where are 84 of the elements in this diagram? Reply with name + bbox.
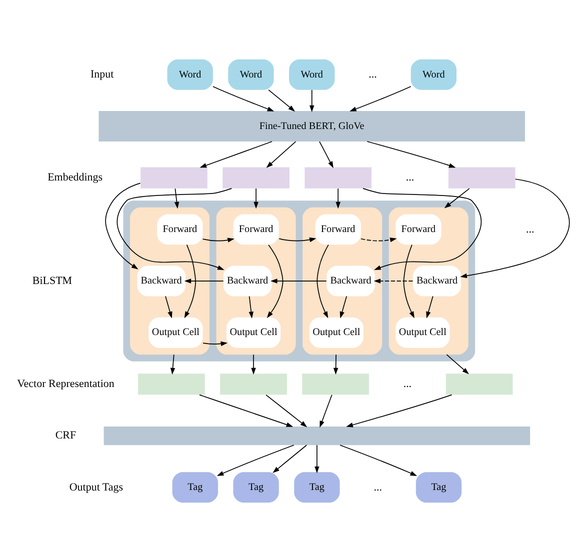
arrow	[270, 278, 327, 283]
arrow	[374, 278, 414, 283]
node-box: Output Cell	[396, 316, 450, 348]
arrow	[319, 140, 334, 168]
node-box	[138, 373, 205, 394]
label: ...	[374, 480, 382, 493]
arrow	[216, 444, 294, 476]
arrow	[268, 89, 296, 112]
arrow	[202, 340, 228, 346]
node-box: Output Cell	[148, 316, 203, 348]
node-box: Output Cell	[226, 316, 281, 348]
arrow	[266, 140, 296, 168]
arrow	[340, 444, 418, 476]
node-box: Tag	[233, 472, 279, 502]
node-box	[302, 373, 369, 394]
arrow	[266, 394, 308, 427]
arrow	[248, 295, 254, 318]
node-box: Forward	[315, 214, 361, 244]
node-box: Backward	[326, 265, 375, 296]
arrow	[333, 354, 338, 374]
node-box: Backward	[137, 265, 186, 296]
node-box: Output Cell	[309, 316, 364, 348]
label: Embeddings	[48, 171, 103, 184]
arrow	[174, 188, 180, 208]
node-box	[446, 373, 513, 394]
arrow	[266, 244, 284, 318]
node-box	[448, 166, 516, 188]
label: ...	[403, 378, 412, 390]
arrow	[360, 237, 397, 242]
label: ...	[406, 171, 414, 184]
arrow	[251, 354, 256, 374]
arrow	[316, 244, 329, 318]
arrow	[366, 140, 456, 168]
label: Input	[90, 68, 114, 80]
arrow	[460, 178, 570, 278]
label: ...	[526, 222, 534, 235]
arrow	[278, 236, 316, 242]
node-box: Backward	[224, 265, 272, 296]
label: ...	[368, 68, 377, 80]
node-bar	[104, 426, 530, 445]
node-box: Forward	[157, 214, 203, 244]
label: Output Tags	[69, 480, 124, 493]
node-box: Tag	[294, 472, 340, 502]
node-box: Tag	[172, 472, 218, 502]
node-box	[222, 166, 290, 188]
arrow	[350, 86, 412, 111]
label: BiLSTM	[32, 274, 72, 286]
arrow	[310, 89, 314, 112]
arrow	[165, 295, 172, 318]
node-box: Fine-Tuned BERT, GloVe	[98, 110, 526, 141]
node-box: Word	[289, 58, 335, 90]
arrow	[105, 182, 141, 269]
arrow	[170, 354, 176, 374]
node-box: Forward	[233, 214, 279, 244]
label: CRF	[55, 429, 76, 442]
arrow	[272, 444, 308, 472]
node-box	[220, 373, 287, 394]
arrow	[199, 394, 294, 426]
arrow	[314, 444, 320, 473]
arrow	[403, 244, 414, 318]
arrow	[446, 354, 469, 374]
arrow	[320, 394, 332, 428]
arrow	[200, 140, 272, 168]
node-box	[304, 166, 372, 188]
arrow	[202, 237, 234, 242]
arrow	[212, 86, 274, 111]
node-box: Word	[228, 58, 274, 90]
node-box	[140, 166, 208, 188]
label: Vector Representation	[17, 378, 114, 390]
node-box: Word	[410, 58, 456, 90]
arrow	[184, 244, 196, 318]
arrow	[116, 188, 232, 270]
arrow	[254, 188, 258, 208]
arrow	[346, 394, 452, 427]
arrow	[184, 278, 224, 283]
node-box: Tag	[416, 472, 462, 502]
arrow	[444, 188, 470, 208]
arrow	[426, 295, 434, 318]
node-box: Backward	[412, 265, 462, 296]
arrow	[362, 188, 482, 270]
arrow	[336, 188, 340, 208]
arrow	[340, 295, 348, 318]
node-box: Word	[167, 58, 213, 90]
node-box: Forward	[396, 214, 442, 244]
